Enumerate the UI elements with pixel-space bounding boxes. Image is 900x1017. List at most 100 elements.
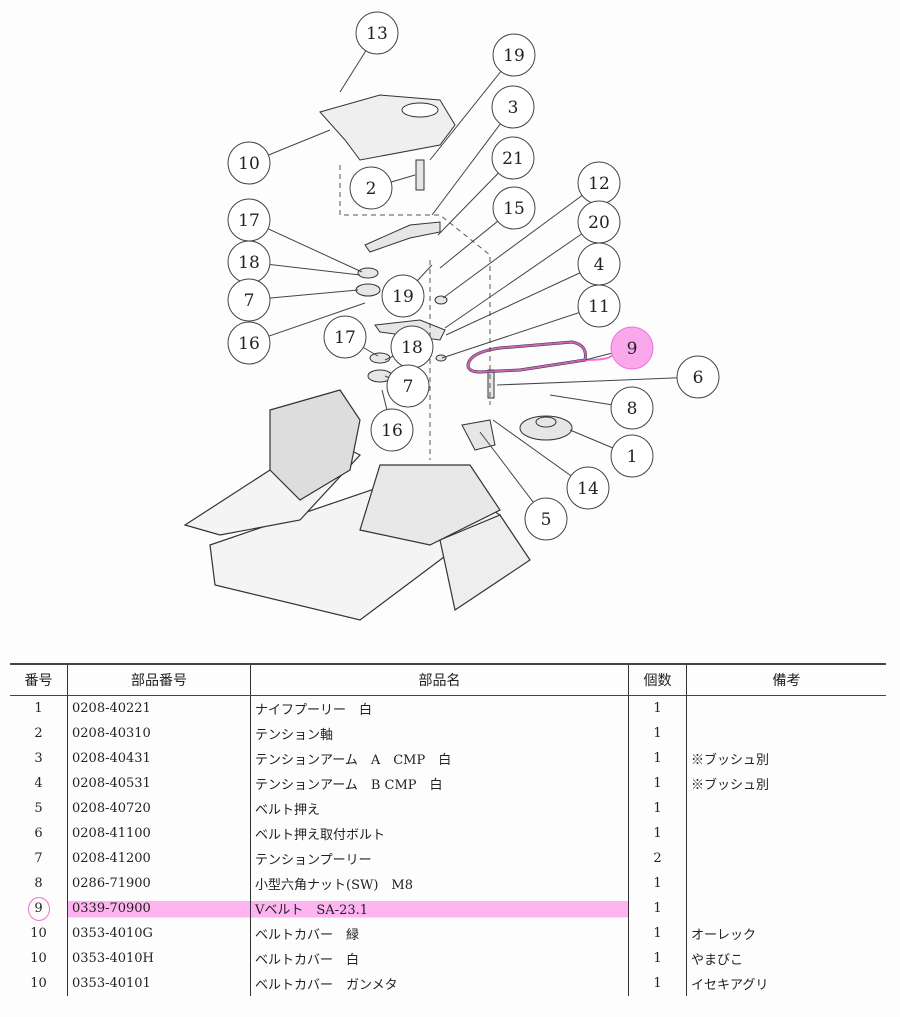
callout-number: 2: [366, 179, 377, 199]
callout-circle: [355, 11, 399, 55]
callout-circle: [491, 85, 535, 129]
cell-qty: 2: [628, 846, 687, 871]
callout-number: 17: [334, 328, 356, 348]
callout-number: 19: [392, 287, 414, 307]
cell-name: テンションアーム A CMP 白: [250, 746, 629, 771]
callout-number: 3: [508, 98, 519, 118]
cell-note: ※ブッシュ別: [686, 771, 886, 796]
leader-line: [442, 182, 600, 299]
callout-number: 7: [403, 377, 414, 397]
cell-qty: 1: [628, 746, 687, 771]
cell-note: [686, 871, 886, 896]
cell-qty: 1: [628, 946, 687, 971]
callout-number: 11: [588, 297, 610, 317]
callout-number: 15: [503, 199, 525, 219]
callout-number: 14: [577, 479, 599, 499]
leader-line: [441, 305, 600, 359]
callout-number: 12: [588, 174, 610, 194]
cell-code: 0208-40310: [67, 721, 251, 746]
cell-no: 6: [34, 826, 43, 841]
cell-code: 0353-4010G: [67, 921, 251, 946]
cell-qty: 1: [628, 896, 687, 921]
leader-line: [431, 106, 514, 216]
cell-code: 0208-40221: [67, 695, 251, 721]
callout-circle: [492, 186, 536, 230]
header-no: 番号: [10, 663, 68, 696]
callout-circle: [386, 364, 430, 408]
machine-body: [183, 389, 531, 621]
callout-number: 6: [693, 368, 704, 388]
circled-number: 9: [27, 896, 50, 921]
leader-line: [445, 263, 600, 336]
callout-circle: [491, 136, 535, 180]
cell-name: ナイフプーリー 白: [250, 695, 629, 721]
callout-number: 9: [627, 339, 638, 359]
cell-note: ※ブッシュ別: [686, 746, 886, 771]
cell-name: ベルトカバー ガンメタ: [250, 971, 629, 996]
callout-number: 13: [366, 24, 388, 44]
cell-code: 0353-4010H: [67, 946, 251, 971]
callout-circle: [577, 284, 621, 328]
cell-qty: 1: [628, 695, 687, 721]
cell-no: 3: [34, 751, 43, 766]
callout-number: 19: [503, 46, 525, 66]
callout-number: 8: [627, 399, 638, 419]
callout-number: 17: [238, 211, 260, 231]
cell-name: ベルト押え: [250, 796, 629, 821]
callout-circle: [349, 166, 393, 210]
cell-qty: 1: [628, 796, 687, 821]
cell-note: やまびこ: [686, 946, 886, 971]
callout-number: 7: [244, 291, 255, 311]
callout-number: 10: [238, 154, 260, 174]
cell-no: 10: [30, 951, 47, 966]
callout-circle: [370, 408, 414, 452]
callout-number: 18: [401, 338, 423, 358]
callout-circle: [492, 33, 536, 77]
cell-code: 0286-71900: [67, 871, 251, 896]
cell-no: 10: [30, 926, 47, 941]
cell-note: [686, 821, 886, 846]
cell-name: 小型六角ナット(SW) M8: [250, 871, 629, 896]
callout-number: 16: [381, 421, 403, 441]
callout-number: 21: [502, 149, 524, 169]
cell-name: ベルト押え取付ボルト: [250, 821, 629, 846]
leader-line: [429, 54, 515, 161]
callout-circle: [610, 434, 654, 478]
cell-name: ベルトカバー 緑: [250, 921, 629, 946]
cell-code: 0208-40720: [67, 796, 251, 821]
callout-circle: [227, 278, 271, 322]
header-part-number: 部品番号: [67, 663, 251, 696]
callout-circle: [676, 355, 720, 399]
cell-name: テンションプーリー: [250, 846, 629, 871]
cell-note: [686, 796, 886, 821]
cell-code: 0208-41100: [67, 821, 251, 846]
callout-number: 4: [594, 255, 605, 275]
cell-note: [686, 721, 886, 746]
cell-qty: 1: [628, 821, 687, 846]
callout-circle: [524, 497, 568, 541]
cell-qty: 1: [628, 871, 687, 896]
callout-number: 5: [541, 510, 552, 530]
callout-number: 18: [238, 253, 260, 273]
dashed-guides: [339, 165, 491, 460]
cell-note: [686, 846, 886, 871]
callout-circle: [227, 141, 271, 185]
leader-line: [444, 221, 600, 329]
cell-note: オーレック: [686, 921, 886, 946]
callout-circle: [610, 386, 654, 430]
leader-line: [496, 376, 699, 386]
belt-cover: [319, 94, 456, 161]
cell-no: 5: [34, 801, 43, 816]
v-belt-highlighted: [466, 340, 613, 374]
